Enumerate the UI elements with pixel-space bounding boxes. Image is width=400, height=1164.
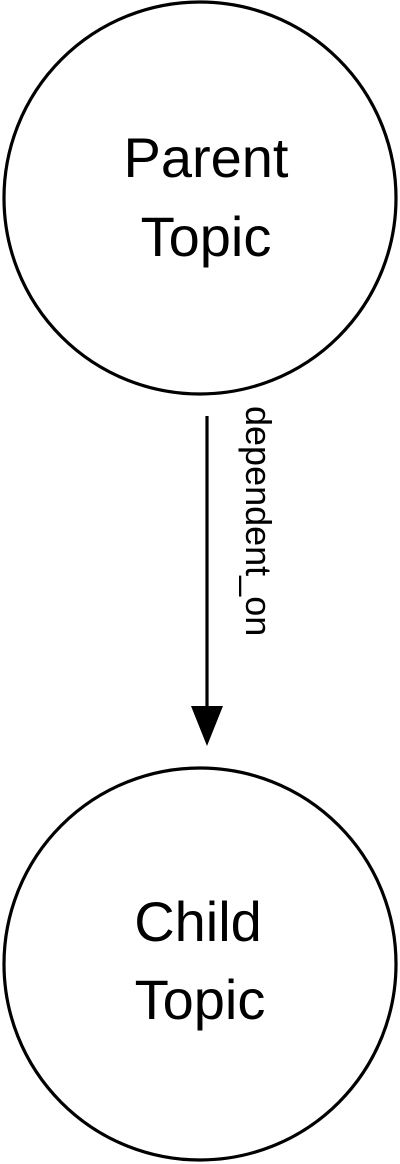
child-topic-label-line-2: Topic	[135, 968, 266, 1031]
parent-topic-label-line-2: Topic	[141, 205, 272, 268]
child-topic-node[interactable]: Child Topic	[2, 766, 398, 1162]
parent-topic-circle	[2, 0, 398, 396]
parent-topic-label-line-1: Parent	[124, 126, 289, 189]
arrowhead-icon	[191, 706, 223, 746]
dependent-on-edge: dependent_on	[191, 406, 279, 746]
child-topic-circle	[2, 766, 398, 1162]
edge-label: dependent_on	[238, 406, 279, 636]
child-topic-label-line-1: Child	[134, 890, 262, 953]
parent-topic-node[interactable]: Parent Topic	[2, 0, 398, 396]
